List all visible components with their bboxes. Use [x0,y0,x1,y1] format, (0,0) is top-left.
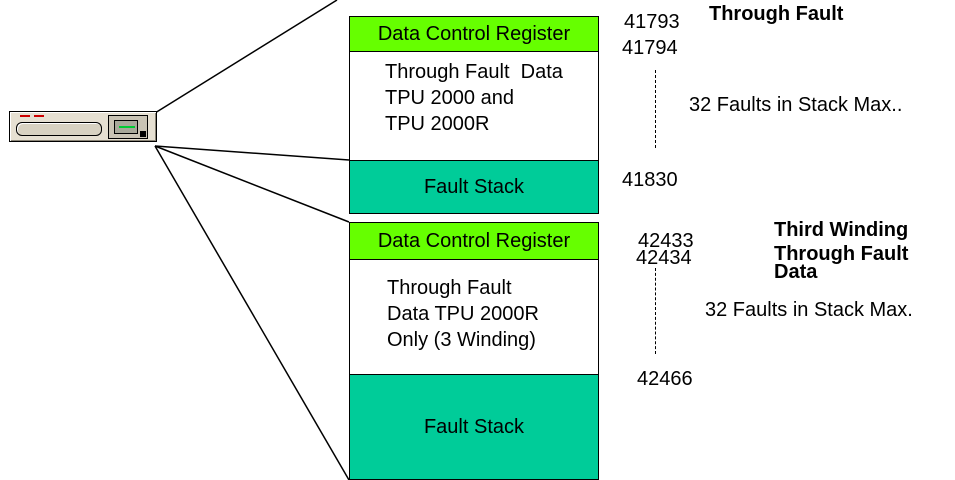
upper-note: 32 Faults in Stack Max.. [689,94,903,116]
lower-range-dashes [655,268,656,354]
upper-desc-line: Through Fault Data [385,61,563,83]
lower-addr-end: 42466 [637,368,693,390]
upper-addr-start: 41793 [624,11,680,33]
upper-addr-data: 41794 [622,37,678,59]
lower-title-line: Third Winding [774,219,909,241]
lower-desc-line: Data TPU 2000R [387,303,539,325]
lower-fault-stack-label: Fault Stack [423,416,525,438]
connector-line-mid [154,145,350,161]
led-icon [20,115,30,117]
upper-desc-line: TPU 2000 and [385,87,514,109]
lower-through-fault-data-block[interactable]: Through Fault Data TPU 2000R Only (3 Win… [349,259,599,375]
lower-note: 32 Faults in Stack Max. [705,299,913,321]
connector-line-bottom [154,145,350,480]
lower-title-line: Data [774,261,818,283]
device-panel [108,115,148,139]
lower-title: Third Winding Through Fault Data [774,218,908,290]
connector-line-top [154,0,338,114]
device-slot [16,122,102,136]
upper-fault-stack[interactable]: Fault Stack [349,160,599,214]
lower-desc-line: Through Fault [387,277,512,299]
relay-device-icon[interactable] [9,111,157,142]
lower-addr-data: 42434 [636,247,692,269]
upper-data-control-register[interactable]: Data Control Register [349,16,599,52]
lower-fault-stack[interactable]: Fault Stack [349,374,599,480]
upper-fault-stack-label: Fault Stack [423,176,525,198]
lower-data-control-register-label: Data Control Register [377,230,571,252]
upper-through-fault-data-block[interactable]: Through Fault Data TPU 2000 and TPU 2000… [349,51,599,161]
lower-addr-start: 42433 [638,230,694,252]
device-screen [114,120,138,134]
upper-desc-line: TPU 2000R [385,113,490,135]
upper-addr-end: 41830 [622,169,678,191]
lower-data-control-register[interactable]: Data Control Register [349,222,599,260]
upper-data-control-register-label: Data Control Register [377,23,571,45]
device-indicator [119,126,135,128]
device-knob [140,131,146,137]
upper-range-dashes [655,70,656,148]
lower-desc-line: Only (3 Winding) [387,329,536,351]
led-icon [34,115,44,117]
connector-line-lower [154,145,350,223]
upper-title: Through Fault [709,3,844,25]
lower-title-line: Through Fault [774,243,909,265]
